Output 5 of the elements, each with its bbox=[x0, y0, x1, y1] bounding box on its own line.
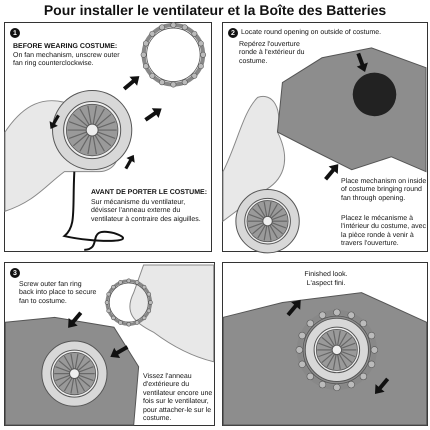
title: Pour installer le ventilateur et la Boîte des Batteries bbox=[42, 2, 388, 18]
instruction-panel bbox=[222, 22, 428, 252]
instruction-panel bbox=[4, 262, 215, 426]
instruction-panel bbox=[222, 262, 428, 426]
instruction-panel bbox=[4, 22, 212, 252]
